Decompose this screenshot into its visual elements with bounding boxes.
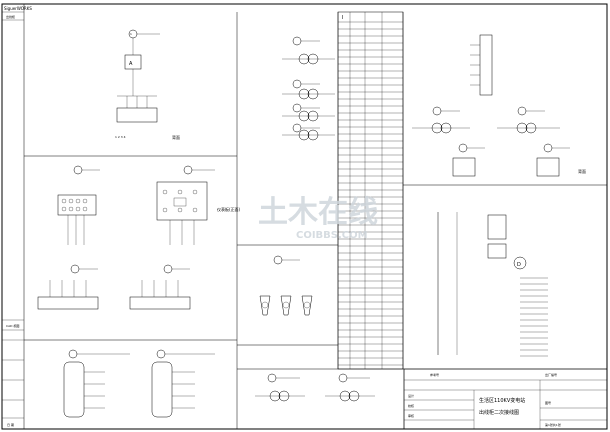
ct-symbols [259,255,313,316]
meter-blocks-lower-left [37,264,191,310]
svg-text:1: 1 [130,32,132,36]
relay-blocks-middle-left: 仪表板(正面) [57,165,241,245]
left-strip: SiguerWORKS 出线柜 CAD 视图 日 期 [2,4,32,429]
terminal-header: I [342,15,343,21]
instrument-label: 仪表板(正面) [217,206,241,212]
coil-symbols-bottom [255,373,375,402]
right-top-section: 背面 [412,34,586,177]
factory-label: 出厂编号 [545,372,557,377]
terminal-rows [338,21,403,366]
meter-blocks-bottom-left [63,349,215,418]
right-bottom-section: D [437,212,527,355]
d-label: D [517,262,521,268]
terminal-table: I [337,11,404,370]
watermark-en: COIBBS.COM [296,230,368,241]
ref-label: 参考号 [430,372,439,377]
switch-symbols-center [282,36,335,141]
left-strip-label-3: CAD 视图 [6,323,19,328]
drawing-no-label: 图号 [545,400,551,405]
title-block: 参考号 出厂编号 生活区110KV变电站 出线柜二次接线图 图号 第1张共1张 … [403,368,608,430]
svg-text:1 2 3 4: 1 2 3 4 [115,135,126,139]
approve-label: 审核 [408,413,414,418]
left-strip-title: SiguerWORKS [4,6,32,11]
left-strip-label-2: 出线柜 [6,14,15,19]
front-label: 背面 [172,134,180,140]
outer-border [1,3,608,430]
svg-text:A: A [129,61,133,67]
rear-label: 背面 [578,168,586,174]
check-label: 校核 [408,403,414,408]
left-strip-date: 日 期 [7,422,14,427]
drawing-title: 出线柜二次接线图 [479,409,519,416]
design-label: 设计 [408,393,414,398]
watermark: 土木在线 COIBBS.COM [258,195,378,241]
d-relay-rows [520,277,548,357]
sheet-label: 第1张共1张 [545,422,561,427]
watermark-cn: 土木在线 [258,195,378,230]
project-title: 生活区110KV变电站 [479,397,525,404]
relay-section-top-left: 1 A 1 2 3 4 背面 [115,29,180,140]
